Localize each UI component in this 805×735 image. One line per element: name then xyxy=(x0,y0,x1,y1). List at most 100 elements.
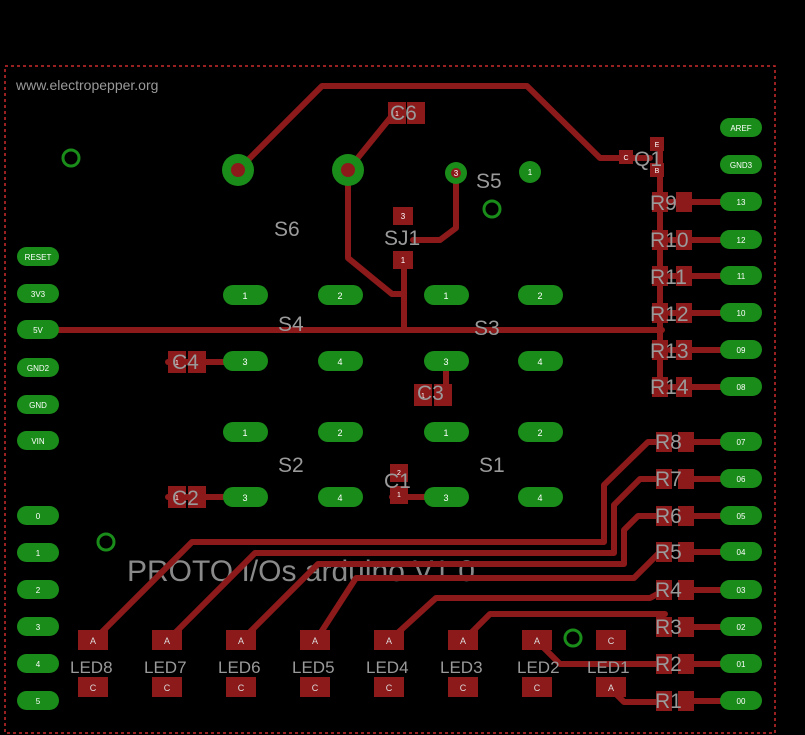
label-q1: Q1 xyxy=(634,148,662,171)
header-pin-09[interactable]: 09 xyxy=(720,340,762,359)
led6-anode-pad xyxy=(226,630,256,650)
header-pin-00[interactable]: 00 xyxy=(720,691,762,710)
led7: A LED7 C xyxy=(144,630,187,697)
q1-pad-e xyxy=(650,137,664,151)
header-pin-3v3[interactable]: 3V3 xyxy=(17,284,59,303)
q1-pad-c xyxy=(619,150,633,164)
label-s3: S3 xyxy=(474,317,500,340)
pad-s5-3-hole xyxy=(451,168,461,178)
led6-cathode-pad xyxy=(226,677,256,697)
c4-pad-1 xyxy=(168,351,186,373)
sj1-pad-1-label: 1 xyxy=(401,256,406,265)
s4-pad-1-label: 1 xyxy=(242,291,247,301)
hole-bottom-right xyxy=(563,628,583,648)
hole-bottom-left xyxy=(96,532,116,552)
label-led3: LED3 xyxy=(440,658,483,677)
header-pin-d3[interactable]: 3 xyxy=(17,617,59,636)
label-r13: R13 xyxy=(650,340,689,363)
label-led4: LED4 xyxy=(366,658,409,677)
led8-cathode-label: C xyxy=(90,683,97,693)
q1-pad-b xyxy=(650,163,664,177)
header-pin-d2[interactable]: 2 xyxy=(17,580,59,599)
label-s6: S6 xyxy=(274,218,300,241)
header-pin-10[interactable]: 10 xyxy=(720,303,762,322)
header-pin-05-label: 05 xyxy=(737,512,746,521)
s4-pad-1 xyxy=(223,285,268,305)
label-r9: R9 xyxy=(650,192,677,215)
hole-s5-center xyxy=(482,199,502,219)
led8-anode-pad xyxy=(78,630,108,650)
led2-anode-pad xyxy=(522,630,552,650)
c4-pad-2 xyxy=(188,351,206,373)
label-sj1: SJ1 xyxy=(384,227,420,250)
header-pin-gnd3[interactable]: GND3 xyxy=(720,155,762,174)
header-pin-04[interactable]: 04 xyxy=(720,542,762,561)
pad-large-2-hole xyxy=(341,163,355,177)
large-pads: 3 1 xyxy=(222,154,541,186)
label-r12: R12 xyxy=(650,303,689,326)
c6-pad-1-label: 1 xyxy=(395,111,399,118)
label-led7: LED7 xyxy=(144,658,187,677)
header-pin-12[interactable]: 12 xyxy=(720,230,762,249)
header-pin-11[interactable]: 11 xyxy=(720,266,762,285)
s1-pad-1-label: 1 xyxy=(443,428,448,438)
led1-cathode-label: C xyxy=(608,636,615,646)
resistor-r7: R7 xyxy=(655,468,694,491)
header-pin-d4[interactable]: 4 xyxy=(17,654,59,673)
c1-pad-1-label: 1 xyxy=(397,492,401,499)
c1-pad-2-label: 2 xyxy=(397,470,401,477)
s4-pad-2-label: 2 xyxy=(337,291,342,301)
header-pin-d1[interactable]: 1 xyxy=(17,543,59,562)
led3-cathode-pad xyxy=(448,677,478,697)
c2-pad-1-label: 1 xyxy=(175,495,179,502)
led4-anode-pad xyxy=(374,630,404,650)
s4-pad-2 xyxy=(318,285,363,305)
led4: A LED4 C xyxy=(366,630,409,697)
s4-pad-4-label: 4 xyxy=(337,357,342,367)
header-pin-08[interactable]: 08 xyxy=(720,377,762,396)
header-pin-d3-label: 3 xyxy=(36,623,41,632)
s3-pad-2 xyxy=(518,285,563,305)
capacitors: 1 C6 1 C4 1 C3 1 C2 2 1 C1 xyxy=(168,102,452,510)
header-pin-10-label: 10 xyxy=(737,309,746,318)
label-c6: C6 xyxy=(390,102,417,125)
label-r1: R1 xyxy=(655,690,682,713)
header-pin-06-label: 06 xyxy=(737,475,746,484)
header-pin-03[interactable]: 03 xyxy=(720,580,762,599)
led7-cathode-label: C xyxy=(164,683,171,693)
led5-anode-label: A xyxy=(312,636,318,646)
s4-pad-4 xyxy=(318,351,363,371)
led6-anode-label: A xyxy=(238,636,244,646)
header-pin-02[interactable]: 02 xyxy=(720,617,762,636)
header-pin-01[interactable]: 01 xyxy=(720,654,762,673)
s2-pad-4 xyxy=(318,487,363,507)
trace-led7 xyxy=(165,476,668,643)
led5: A LED5 C xyxy=(292,630,335,697)
led7-anode-pad xyxy=(152,630,182,650)
header-pin-05[interactable]: 05 xyxy=(720,506,762,525)
header-pin-06[interactable]: 06 xyxy=(720,469,762,488)
header-pin-gnd-label: GND xyxy=(29,401,47,410)
header-pin-d0[interactable]: 0 xyxy=(17,506,59,525)
resistor-r11: R11 xyxy=(650,266,692,289)
header-pin-gnd2[interactable]: GND2 xyxy=(17,358,59,377)
switch-pads: 1 2 1 2 3 4 3 4 1 2 1 2 3 xyxy=(223,285,563,507)
s2-pad-2-label: 2 xyxy=(337,428,342,438)
header-pin-aref[interactable]: AREF xyxy=(720,118,762,137)
header-pin-07[interactable]: 07 xyxy=(720,432,762,451)
s4-pad-3-label: 3 xyxy=(242,357,247,367)
s2-pad-3 xyxy=(223,487,268,507)
header-pin-5v[interactable]: 5V xyxy=(17,320,59,339)
label-c2: C2 xyxy=(172,487,199,510)
label-r2: R2 xyxy=(655,653,682,676)
header-pin-gnd[interactable]: GND xyxy=(17,395,59,414)
trace-led8 xyxy=(91,439,668,643)
header-pin-d5[interactable]: 5 xyxy=(17,691,59,710)
header-pin-13[interactable]: 13 xyxy=(720,192,762,211)
header-pin-vin[interactable]: VIN xyxy=(17,431,59,450)
header-pin-reset[interactable]: RESET xyxy=(17,247,59,266)
resistor-r9: R9 xyxy=(650,192,692,215)
resistor-r5: R5 xyxy=(655,541,694,564)
s2-pad-1 xyxy=(223,422,268,442)
